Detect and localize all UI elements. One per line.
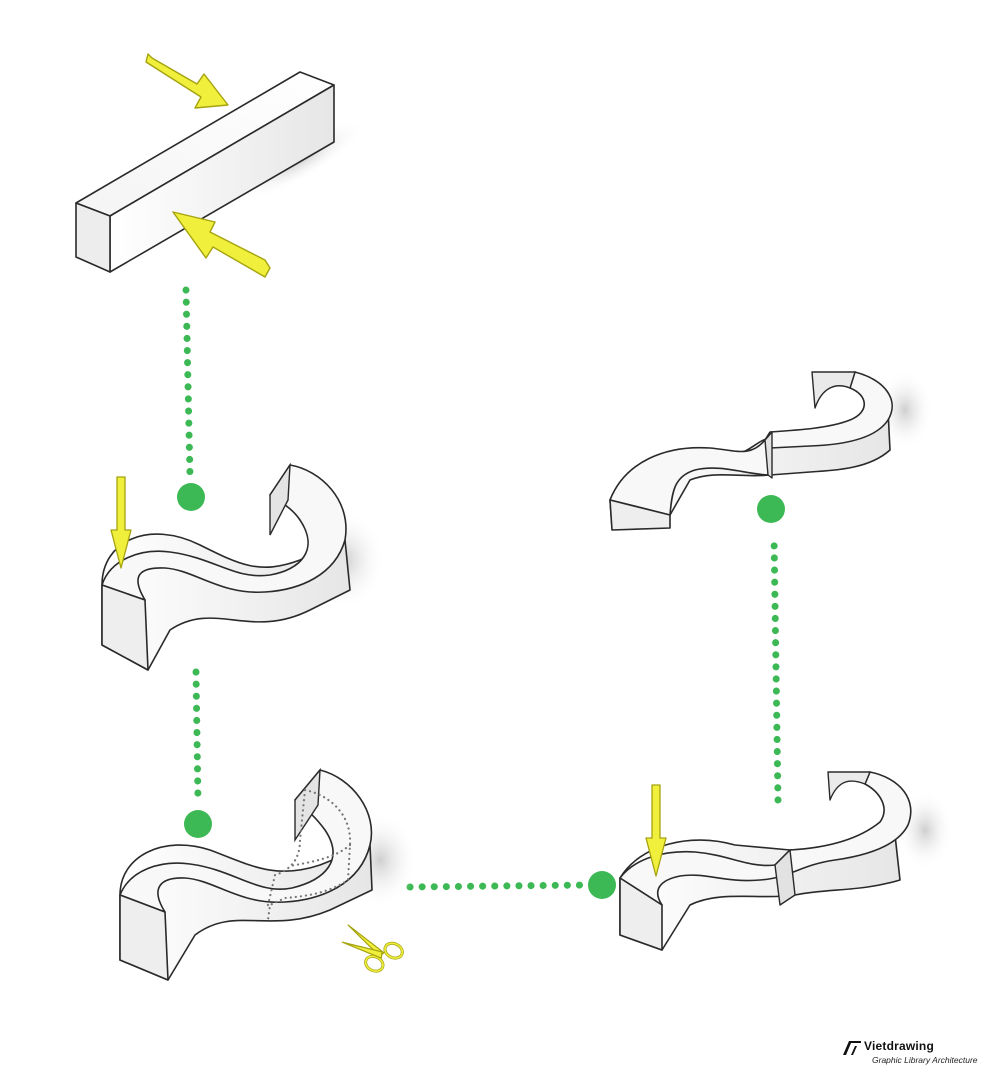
scissors-icon [341, 924, 404, 973]
connector-3-4 [406, 871, 616, 899]
bar-end-face [75, 202, 111, 273]
s-curve-top [619, 771, 912, 906]
brand-name: Vietdrawing [864, 1039, 934, 1053]
cut-line [266, 788, 352, 922]
vietdrawing-logo-icon [843, 1041, 861, 1055]
s-curve-end [269, 462, 291, 536]
step-1-straight-bar [75, 53, 366, 278]
s-curve-end [609, 499, 671, 531]
connector-4-5 [757, 495, 785, 804]
connector-1-2 [177, 286, 205, 511]
s-curve-shadow [877, 370, 933, 450]
s-curve-inner-wall [811, 371, 856, 409]
arrow-icon [172, 211, 271, 278]
s-curve-end [294, 767, 321, 843]
connector-2-3 [184, 668, 212, 838]
step-3-s-curve-cut [119, 767, 418, 981]
s-curve-end [619, 877, 663, 951]
step-2-s-curve [101, 462, 385, 671]
s-curve-inner-wall [827, 771, 871, 801]
arrow-icon [645, 784, 667, 877]
brand-logo: Vietdrawing Graphic Library Architecture [842, 1038, 992, 1070]
step-4-s-curve-split [619, 771, 953, 951]
step-5-s-curve-offset [609, 370, 933, 531]
s-curve-end [119, 894, 169, 981]
brand-tagline: Graphic Library Architecture [872, 1055, 978, 1065]
s-curve-split-face [774, 849, 796, 906]
arrow-icon [110, 476, 132, 569]
s-curve-split-face [764, 431, 773, 479]
s-curve-end [101, 584, 149, 671]
s-curve-outer-wall [119, 844, 373, 981]
s-curve-top [101, 464, 347, 601]
arrow-icon [145, 53, 229, 109]
